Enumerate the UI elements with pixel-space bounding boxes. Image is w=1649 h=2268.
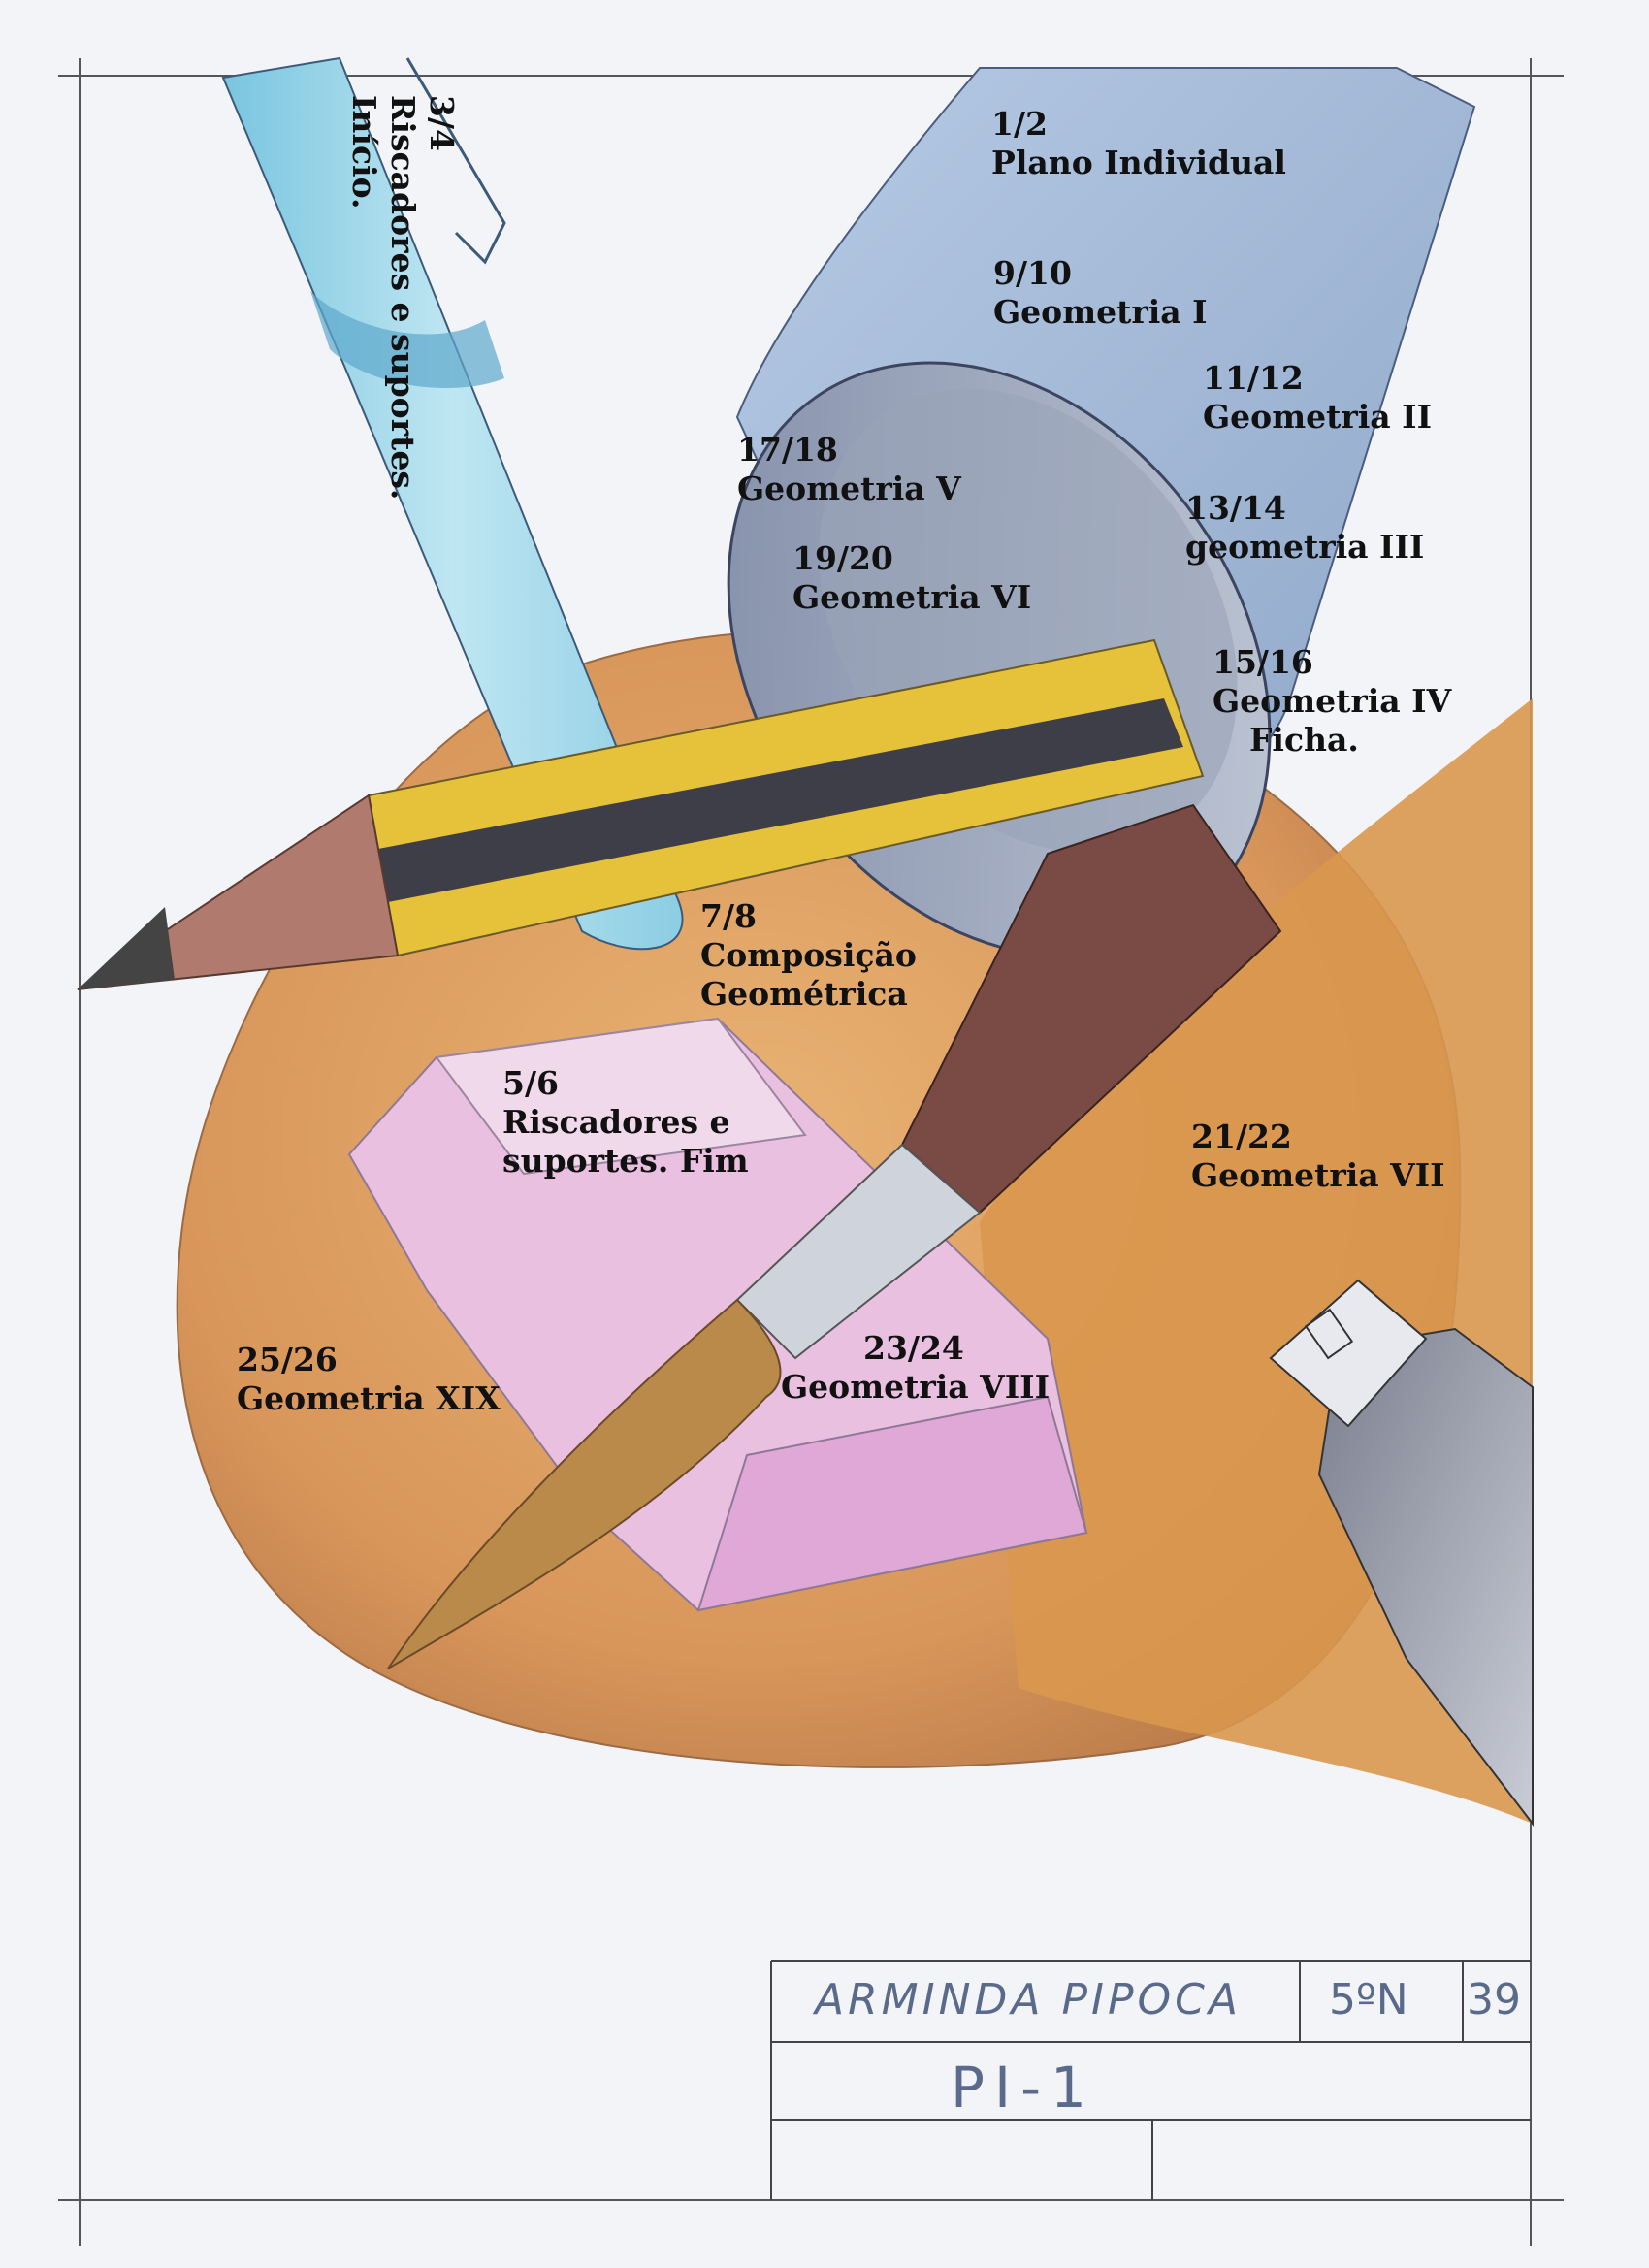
label-geometria-vi: 19/20 Geometria VI — [792, 539, 1031, 617]
label-plano-individual: 1/2 Plano Individual — [991, 105, 1286, 182]
label-text-line1: Riscadores e suportes. — [384, 95, 422, 501]
label-text: Plano Individual — [991, 144, 1286, 181]
label-riscadores-fim: 5/6 Riscadores e suportes. Fim — [502, 1064, 749, 1181]
label-text-line2: Ficha. — [1249, 721, 1359, 759]
pink-eraser-shape — [347, 1017, 1088, 1612]
label-geometria-xix: 25/26 Geometria XIX — [237, 1341, 501, 1418]
student-class: 5ºN — [1329, 1975, 1408, 2025]
label-geometria-v: 17/18 Geometria V — [737, 431, 961, 508]
label-number: 11/12 — [1203, 359, 1304, 397]
label-text: geometria III — [1185, 528, 1425, 566]
gray-box-shape — [1269, 1279, 1534, 1827]
label-number: 13/14 — [1185, 489, 1286, 527]
label-text: Geometria II — [1203, 398, 1433, 436]
label-text-line1: Composição — [700, 936, 917, 974]
label-text-line1: Geometria IV — [1212, 682, 1452, 720]
label-text: Geometria VI — [792, 578, 1032, 616]
paintbrush-shape — [387, 803, 1282, 1669]
label-text-line1: Riscadores e — [502, 1103, 730, 1141]
label-number: 1/2 — [991, 105, 1048, 143]
label-number: 5/6 — [502, 1064, 559, 1102]
label-text-line2: Início. — [345, 95, 383, 210]
label-number: 19/20 — [792, 539, 893, 577]
project-code: PI-1 — [951, 2055, 1096, 2121]
label-geometria-iv: 15/16 Geometria IV Ficha. — [1212, 643, 1451, 760]
label-number: 7/8 — [700, 897, 757, 935]
label-text-line2: suportes. Fim — [502, 1142, 749, 1180]
label-text: Geometria I — [993, 293, 1208, 331]
label-number: 25/26 — [237, 1341, 338, 1378]
label-number: 9/10 — [993, 254, 1072, 292]
student-name: ARMINDA PIPOCA — [815, 1975, 1242, 2025]
label-text: Geometria VIII — [781, 1368, 1051, 1406]
cyan-pen-shape — [221, 56, 684, 951]
label-riscadores-inicio: 3/4 Riscadores e suportes. Início. — [344, 95, 461, 500]
student-number: 39 — [1467, 1975, 1521, 2025]
title-block-grid — [770, 1960, 1531, 2200]
label-composicao-geometrica: 7/8 Composição Geométrica — [700, 897, 917, 1014]
pencil-shape — [77, 638, 1205, 990]
label-number: 23/24 — [863, 1329, 964, 1367]
label-number: 21/22 — [1191, 1118, 1292, 1155]
label-geometria-ii: 11/12 Geometria II — [1203, 359, 1432, 437]
label-text: Geometria V — [737, 470, 961, 507]
label-number: 3/4 — [423, 95, 461, 151]
label-geometria-viii: 23/24 Geometria VIII — [781, 1329, 1050, 1407]
label-text-line2: Geométrica — [700, 975, 908, 1013]
label-number: 15/16 — [1212, 643, 1313, 681]
label-text: Geometria XIX — [237, 1379, 501, 1417]
label-geometria-i: 9/10 Geometria I — [993, 254, 1208, 332]
label-text: Geometria VII — [1191, 1156, 1445, 1194]
label-number: 17/18 — [737, 431, 838, 469]
label-geometria-iii: 13/14 geometria III — [1185, 489, 1424, 567]
label-geometria-vii: 21/22 Geometria VII — [1191, 1118, 1445, 1195]
